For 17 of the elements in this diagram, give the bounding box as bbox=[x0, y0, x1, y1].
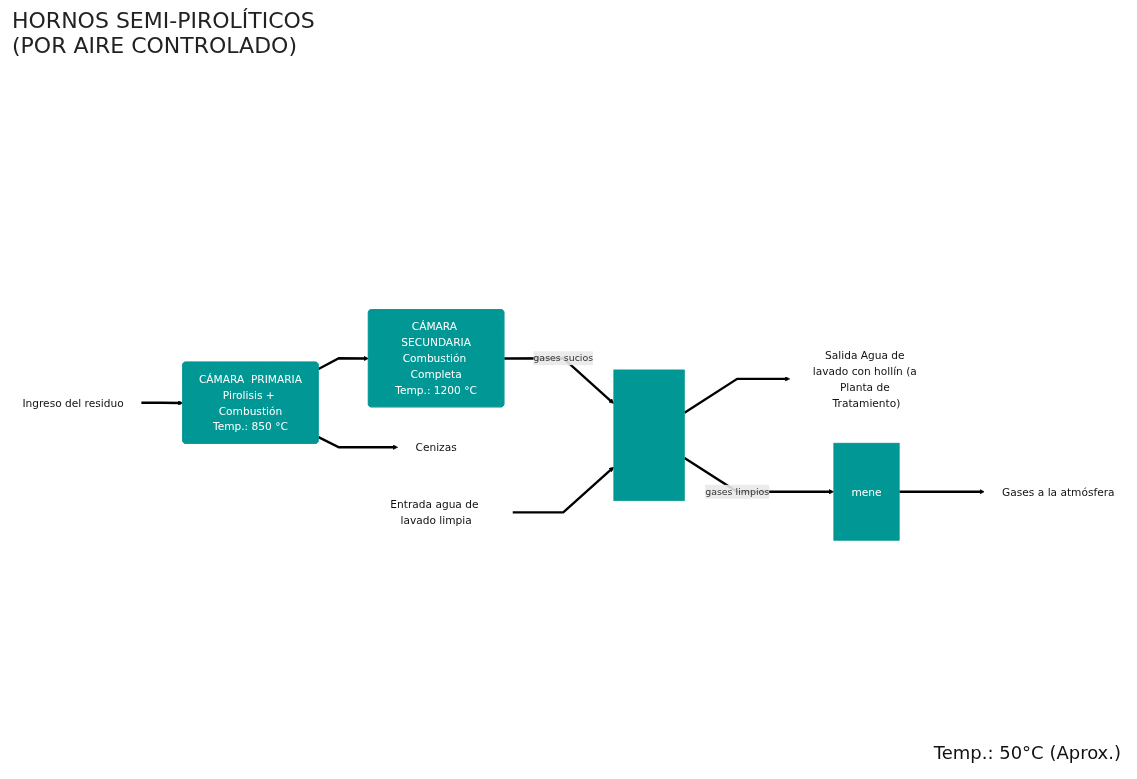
node-box bbox=[613, 369, 685, 502]
node-text: Salida Agua de lavado con hollín (a Planta de Tratamiento) bbox=[812, 348, 917, 409]
arrow bbox=[318, 436, 399, 450]
arrow bbox=[683, 376, 791, 414]
arrow bbox=[141, 400, 184, 406]
arrow bbox=[317, 355, 369, 370]
node-text: Ingreso del residuo bbox=[22, 396, 124, 409]
arrow bbox=[899, 489, 985, 495]
arrow bbox=[512, 466, 614, 514]
diagram-title: HORNOS SEMI-PIROLÍTICOS (POR AIRE CONTROLADO) bbox=[12, 8, 316, 58]
node-text: Entrada agua de lavado limpia bbox=[390, 498, 479, 527]
node-text: Cenizas bbox=[415, 441, 457, 454]
node-box: mene bbox=[833, 442, 900, 541]
edge-label: gases limpios bbox=[705, 485, 770, 498]
edge-label: gases sucios bbox=[533, 352, 594, 364]
node-text: Gases a la atmósfera bbox=[1002, 485, 1115, 498]
temperature-note: Temp.: 50°C (Aprox.) bbox=[933, 742, 1121, 763]
